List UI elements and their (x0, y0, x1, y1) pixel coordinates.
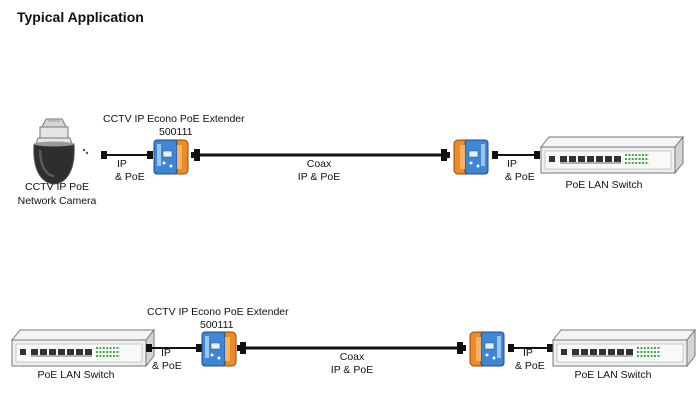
poe-lan-switch-icon (540, 136, 684, 174)
coax-cable (191, 149, 450, 161)
extender-label: CCTV IP Econo PoE Extender (147, 306, 289, 318)
coax-ip-poe-label: IP & PoE (298, 171, 340, 183)
scenario-1: CCTV IP PoE Network Camera IP & PoE CCTV… (18, 113, 684, 207)
poe-extender-icon (469, 331, 505, 367)
scenario-2: PoE LAN Switch IP & PoE CCTV IP Econo Po… (11, 306, 696, 381)
coax-ip-poe-label: IP & PoE (331, 364, 373, 376)
poe-label-right: & PoE (505, 171, 535, 183)
switch-right-label: PoE LAN Switch (574, 369, 651, 381)
coax-label: Coax (307, 158, 332, 170)
poe-lan-switch-icon (11, 329, 155, 367)
extender-part-number: 500111 (159, 126, 193, 138)
extender-label: CCTV IP Econo PoE Extender (103, 113, 245, 125)
poe-label-right: & PoE (515, 360, 545, 372)
dome-camera-icon (33, 118, 89, 185)
poe-label-left: & PoE (152, 360, 182, 372)
switch-label: PoE LAN Switch (565, 179, 642, 191)
camera-label-line1: CCTV IP PoE (25, 181, 89, 193)
ethernet-cable-right (507, 343, 554, 353)
poe-extender-icon (453, 139, 489, 175)
camera-label-line2: Network Camera (18, 195, 97, 207)
coax-label: Coax (340, 351, 365, 363)
switch-left-label: PoE LAN Switch (37, 369, 114, 381)
ethernet-cable-left (145, 343, 203, 353)
ip-label-left: IP (117, 158, 127, 170)
ip-label-right: IP (507, 158, 517, 170)
poe-extender-icon (153, 139, 189, 175)
coax-cable (237, 342, 466, 354)
poe-label-left: & PoE (115, 171, 145, 183)
ethernet-cable-right (491, 150, 541, 160)
poe-lan-switch-icon (552, 329, 696, 367)
ip-label-right: IP (523, 347, 533, 359)
extender-part-number: 500111 (200, 319, 234, 331)
ethernet-cable-left (101, 150, 154, 160)
page-title: Typical Application (17, 9, 144, 25)
ip-label-left: IP (161, 347, 171, 359)
poe-extender-icon (201, 331, 237, 367)
